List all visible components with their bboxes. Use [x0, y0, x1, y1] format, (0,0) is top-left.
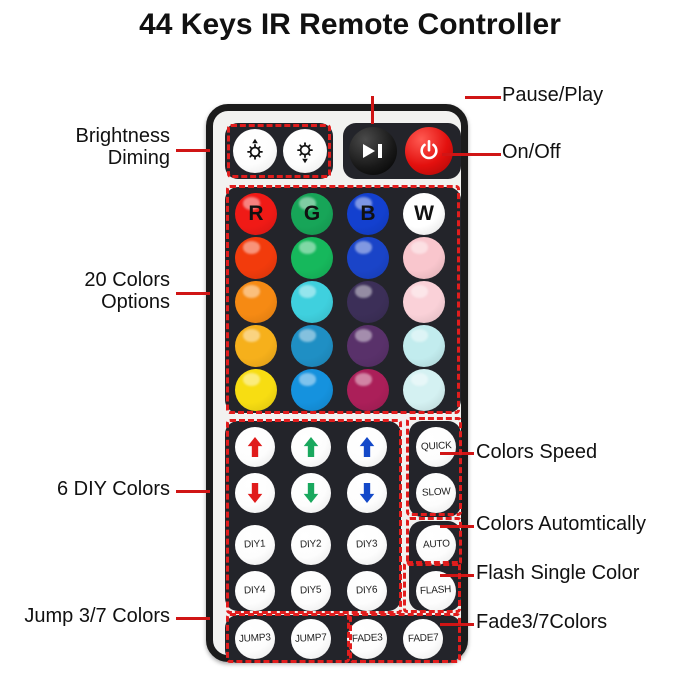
power-icon [416, 138, 442, 164]
arrow-down-green-button[interactable] [291, 473, 331, 513]
leader-fade-colors [440, 623, 474, 626]
page-title: 44 Keys IR Remote Controller [139, 8, 561, 41]
mode-button-auto[interactable]: AUTO [416, 525, 456, 565]
color-button-r4c4[interactable] [403, 325, 445, 367]
callout-jump-colors: Jump 3/7 Colors [24, 605, 170, 627]
color-button-r1c1[interactable]: R [235, 193, 277, 235]
callout-colors-speed: Colors Speed [476, 441, 598, 463]
jump-fade-button-group: JUMP3 JUMP7 FADE3 FADE7 [213, 111, 461, 659]
color-button-label-b: B [360, 202, 376, 225]
color-button-r2c4[interactable] [403, 237, 445, 279]
leader-diy-colors [176, 490, 210, 493]
arrow-up-green-icon [301, 434, 321, 460]
callout-pause-play: Pause/Play [502, 84, 604, 106]
diy-button-diy5[interactable]: DIY5 [291, 571, 331, 611]
mode-button-flash[interactable]: FLASH [416, 571, 456, 611]
brightness-down-icon [291, 137, 319, 165]
arrow-up-blue-icon [357, 434, 377, 460]
play-pause-icon [360, 141, 386, 161]
color-button-r4c2[interactable] [291, 325, 333, 367]
arrow-up-red-icon [245, 434, 265, 460]
color-button-r5c1[interactable] [235, 369, 277, 411]
arrow-up-green-button[interactable] [291, 427, 331, 467]
color-button-label-g: G [303, 202, 321, 225]
color-button-r5c4[interactable] [403, 369, 445, 411]
callout-diy-colors: 6 DIY Colors [56, 478, 170, 500]
bottom-button-label: JUMP7 [294, 632, 328, 645]
color-button-r4c3[interactable] [347, 325, 389, 367]
brightness-up-button[interactable] [233, 129, 277, 173]
speed-button-group: QUICK SLOW [213, 111, 461, 655]
bottom-button-fade3[interactable]: FADE3 [347, 619, 387, 659]
callout-brightness-diming: Brightness Diming [75, 125, 171, 169]
diy-button-diy1[interactable]: DIY1 [235, 525, 275, 565]
arrow-down-blue-icon [357, 480, 377, 506]
callout-on-off: On/Off [502, 141, 561, 163]
bottom-button-label: FADE7 [407, 632, 439, 645]
diy-button-diy4[interactable]: DIY4 [235, 571, 275, 611]
color-button-r5c2[interactable] [291, 369, 333, 411]
diy-button-diy2[interactable]: DIY2 [291, 525, 331, 565]
color-button-r3c1[interactable] [235, 281, 277, 323]
color-button-r2c3[interactable] [347, 237, 389, 279]
leader-on-off [442, 153, 501, 156]
brightness-down-button[interactable] [283, 129, 327, 173]
color-button-r1c2[interactable]: G [291, 193, 333, 235]
mode-button-group: AUTO FLASH [213, 111, 461, 655]
color-button-r4c1[interactable] [235, 325, 277, 367]
arrow-up-red-button[interactable] [235, 427, 275, 467]
color-button-label-w: W [414, 202, 434, 225]
bottom-button-fade7[interactable]: FADE7 [403, 619, 443, 659]
leader-pause-play-vertical [371, 96, 374, 124]
color-button-r1c3[interactable]: B [347, 193, 389, 235]
leader-pause-play [465, 96, 501, 99]
color-button-r1c4[interactable]: W [403, 193, 445, 235]
diy-button-diy6[interactable]: DIY6 [347, 571, 387, 611]
leader-colors-automatically [440, 525, 474, 528]
bottom-button-jump3[interactable]: JUMP3 [235, 619, 275, 659]
diy-button-diy3[interactable]: DIY3 [347, 525, 387, 565]
leader-colors-options [176, 292, 210, 295]
brightness-up-icon [241, 137, 269, 165]
callout-flash-single-color: Flash Single Color [476, 562, 640, 584]
callout-colors-options: 20 Colors Options [84, 269, 170, 313]
arrow-up-blue-button[interactable] [347, 427, 387, 467]
callout-colors-automatically: Colors Automtically [476, 513, 647, 535]
arrow-down-red-icon [245, 480, 265, 506]
color-button-r2c1[interactable] [235, 237, 277, 279]
bottom-button-jump7[interactable]: JUMP7 [291, 619, 331, 659]
arrow-down-green-icon [301, 480, 321, 506]
color-button-r3c3[interactable] [347, 281, 389, 323]
leader-flash-single-color [440, 574, 474, 577]
speed-button-quick[interactable]: QUICK [416, 427, 456, 467]
bottom-button-label: FADE3 [351, 632, 383, 645]
power-button[interactable] [405, 127, 453, 175]
leader-brightness-diming [176, 149, 210, 152]
color-button-r2c2[interactable] [291, 237, 333, 279]
callout-fade-colors: Fade3/7Colors [476, 611, 608, 633]
color-button-r5c3[interactable] [347, 369, 389, 411]
speed-button-slow[interactable]: SLOW [416, 473, 456, 513]
play-pause-button[interactable] [349, 127, 397, 175]
leader-colors-speed [440, 452, 474, 455]
arrow-down-blue-button[interactable] [347, 473, 387, 513]
color-button-r3c2[interactable] [291, 281, 333, 323]
color-button-r3c4[interactable] [403, 281, 445, 323]
leader-jump-colors [176, 617, 210, 620]
color-button-label-r: R [248, 202, 264, 225]
bottom-button-label: JUMP3 [238, 632, 272, 645]
arrow-down-red-button[interactable] [235, 473, 275, 513]
